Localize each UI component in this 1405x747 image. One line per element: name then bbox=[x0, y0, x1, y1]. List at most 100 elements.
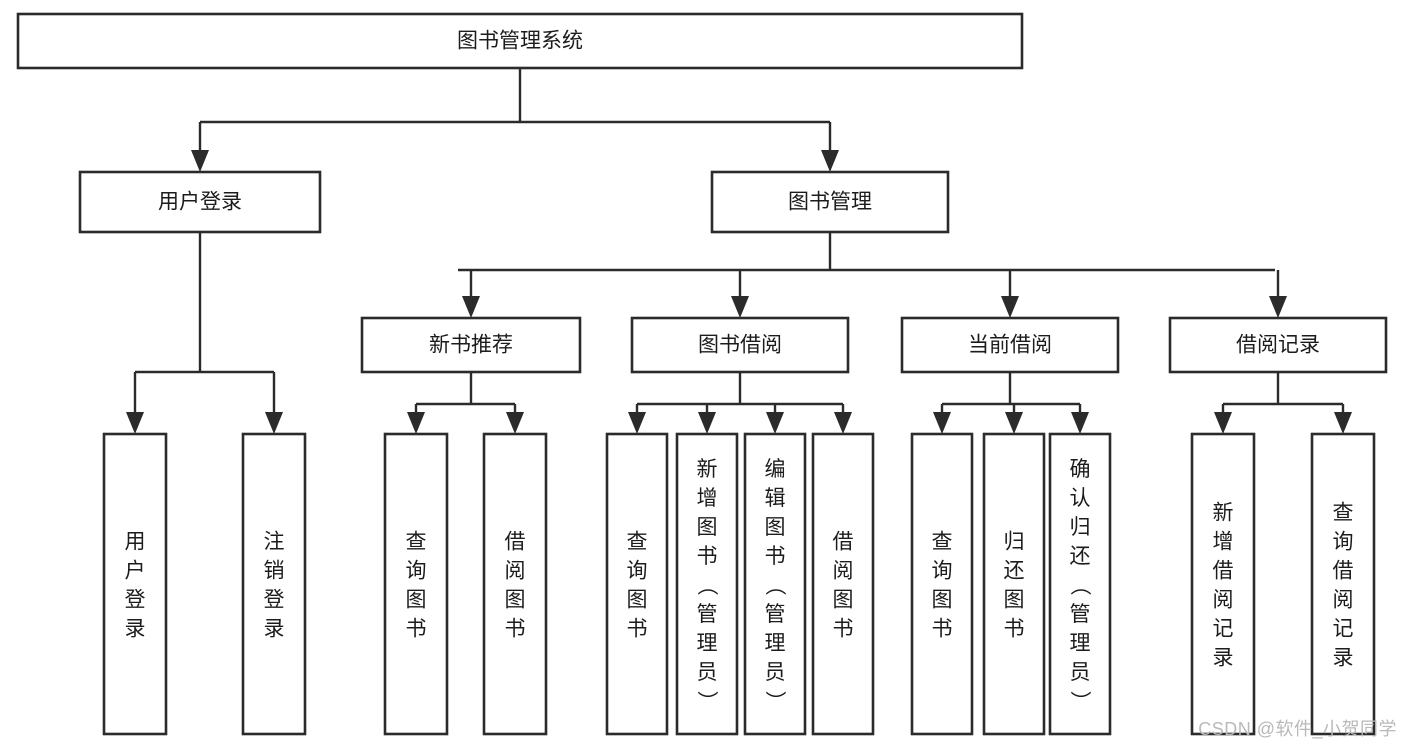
node-user-login[interactable]: 用户登录 bbox=[78, 170, 322, 234]
node-leaf-user-login[interactable]: 用户登录 bbox=[102, 432, 168, 736]
node-label-char: 图 bbox=[833, 589, 854, 612]
arrow-head-icon bbox=[731, 296, 749, 318]
node-box[interactable] bbox=[360, 316, 582, 374]
node-label-char: 阅 bbox=[1333, 589, 1354, 612]
node-box[interactable] bbox=[78, 170, 322, 234]
node-book-borrow[interactable]: 图书借阅 bbox=[630, 316, 850, 374]
node-box[interactable] bbox=[710, 170, 950, 234]
node-box[interactable] bbox=[630, 316, 850, 374]
node-box[interactable] bbox=[675, 432, 739, 736]
node-label-char: 员 bbox=[1070, 661, 1091, 684]
node-label-char: 辑 bbox=[765, 487, 786, 510]
node-label-char: 户 bbox=[125, 560, 146, 583]
edge-group-book-manage bbox=[458, 232, 1287, 318]
node-label-char: 管 bbox=[1070, 603, 1091, 626]
node-label-char: 书 bbox=[505, 618, 526, 641]
node-borrow-record[interactable]: 借阅记录 bbox=[1168, 316, 1388, 374]
node-label: 图书管理系统 bbox=[457, 30, 583, 53]
node-label-char: （ bbox=[695, 575, 718, 596]
node-box[interactable] bbox=[16, 12, 1024, 70]
node-box[interactable] bbox=[383, 432, 449, 736]
node-label-char: 确 bbox=[1070, 458, 1091, 481]
node-label-char: 借 bbox=[1213, 560, 1234, 583]
arrow-head-icon bbox=[462, 296, 480, 318]
node-label-char: 查 bbox=[932, 531, 953, 554]
node-box[interactable] bbox=[1190, 432, 1256, 736]
node-box[interactable] bbox=[910, 432, 974, 736]
arrow-head-icon bbox=[1214, 412, 1232, 434]
node-box[interactable] bbox=[1168, 316, 1388, 374]
node-label-char: （ bbox=[763, 575, 786, 596]
node-label: 借阅记录 bbox=[1236, 334, 1320, 357]
arrow-head-icon bbox=[698, 412, 716, 434]
node-box[interactable] bbox=[241, 432, 307, 736]
node-label-char: 记 bbox=[1213, 618, 1234, 641]
node-box[interactable] bbox=[743, 432, 807, 736]
node-label-char: 录 bbox=[1213, 647, 1234, 670]
node-box[interactable] bbox=[811, 432, 875, 736]
node-label-char: 登 bbox=[264, 589, 285, 612]
edge-group-user-login bbox=[126, 232, 283, 434]
node-book-manage[interactable]: 图书管理 bbox=[710, 170, 950, 234]
node-box[interactable] bbox=[982, 432, 1046, 736]
node-label-char: （ bbox=[1068, 575, 1091, 596]
node-box[interactable] bbox=[1048, 432, 1112, 736]
node-label-char: ） bbox=[695, 691, 718, 712]
node-box[interactable] bbox=[900, 316, 1120, 374]
node-label-char: 询 bbox=[1333, 531, 1354, 554]
node-label: 新书推荐 bbox=[429, 334, 513, 357]
edge-group-borrow-record bbox=[1214, 372, 1352, 434]
node-current-borrow[interactable]: 当前借阅 bbox=[900, 316, 1120, 374]
node-label-char: 记 bbox=[1333, 618, 1354, 641]
node-label-char: 阅 bbox=[505, 560, 526, 583]
node-label-char: 增 bbox=[697, 487, 718, 510]
node-label: 用户登录 bbox=[158, 191, 242, 214]
arrow-head-icon bbox=[1334, 412, 1352, 434]
node-box[interactable] bbox=[482, 432, 548, 736]
node-label-char: 新 bbox=[1213, 502, 1234, 525]
node-label-char: 书 bbox=[932, 618, 953, 641]
node-label-char: 书 bbox=[627, 618, 648, 641]
node-label-char: 归 bbox=[1004, 531, 1025, 554]
node-box[interactable] bbox=[102, 432, 168, 736]
node-label-char: 查 bbox=[627, 531, 648, 554]
node-label-char: 图 bbox=[505, 589, 526, 612]
node-label-char: 图 bbox=[406, 589, 427, 612]
node-label-char: 借 bbox=[505, 531, 526, 554]
arrow-head-icon bbox=[933, 412, 951, 434]
arrow-head-icon bbox=[766, 412, 784, 434]
node-label-char: 询 bbox=[932, 560, 953, 583]
node-label-char: 图 bbox=[627, 589, 648, 612]
node-new-book-rec[interactable]: 新书推荐 bbox=[360, 316, 582, 374]
arrow-head-icon bbox=[834, 412, 852, 434]
arrow-head-icon bbox=[821, 150, 839, 172]
node-label-char: 借 bbox=[1333, 560, 1354, 583]
node-box[interactable] bbox=[605, 432, 669, 736]
node-label-char: 图 bbox=[697, 516, 718, 539]
node-root[interactable]: 图书管理系统 bbox=[16, 12, 1024, 70]
node-label-char: 图 bbox=[1004, 589, 1025, 612]
node-label-char: 认 bbox=[1070, 487, 1091, 510]
node-box[interactable] bbox=[1310, 432, 1376, 736]
